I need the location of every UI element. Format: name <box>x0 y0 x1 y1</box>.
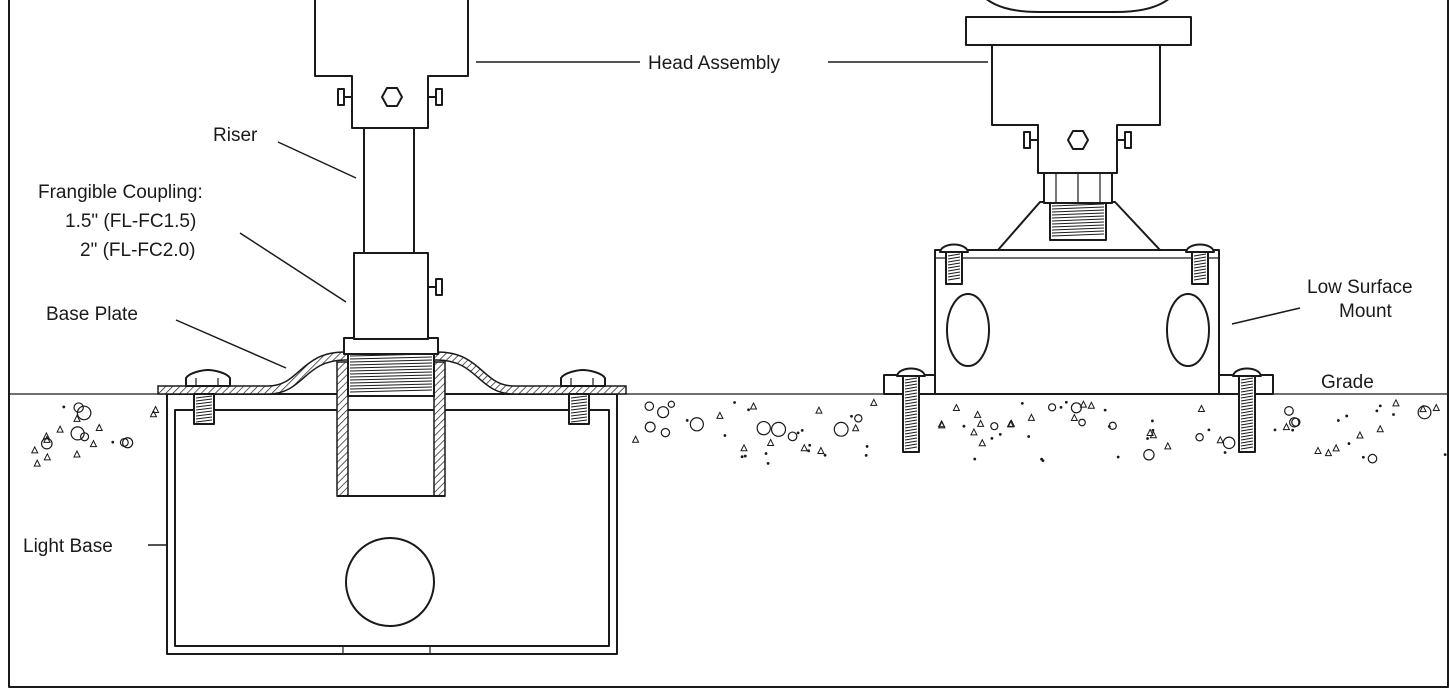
threaded-nipple <box>1049 201 1107 241</box>
label-head-assembly: Head Assembly <box>648 53 781 74</box>
right-head-assembly <box>965 0 1192 174</box>
label-grade: Grade <box>1321 372 1374 393</box>
left-anchor-bolt <box>185 369 231 425</box>
set-screw-hex <box>381 87 403 107</box>
conduit-port-left <box>946 293 990 367</box>
label-frangible-coupling-2: 1.5" (FL-FC1.5) <box>65 211 196 232</box>
low-surface-mount-housing <box>934 249 1220 395</box>
labels: Head Assembly Riser Frangible Coupling: … <box>23 53 1413 557</box>
label-base-plate: Base Plate <box>46 304 138 325</box>
cap-screw-left <box>939 243 969 285</box>
cap-screw-right <box>1185 243 1215 285</box>
anchor-screw-left <box>896 367 926 453</box>
lower-coupling <box>336 361 446 497</box>
frangible-coupling <box>353 252 443 340</box>
leader-lines <box>148 61 1301 546</box>
base-plate <box>157 351 627 395</box>
diagram-frame <box>8 0 1449 688</box>
label-low-surface-2: Mount <box>1339 301 1393 322</box>
anchor-screw-right <box>1232 367 1262 453</box>
left-head-assembly <box>314 0 469 129</box>
riser <box>363 127 415 254</box>
light-base <box>166 393 618 655</box>
frangible-coupling-threads <box>347 351 435 397</box>
hex-nut <box>1043 172 1113 204</box>
label-frangible-coupling-1: Frangible Coupling: <box>38 182 203 203</box>
right-light-assembly <box>883 0 1274 453</box>
left-light-assembly <box>157 0 627 655</box>
conduit-port-right <box>1166 293 1210 367</box>
right-anchor-bolt <box>560 369 606 425</box>
conduit-hole <box>345 537 435 627</box>
label-low-surface-1: Low Surface <box>1307 277 1413 298</box>
gravel-texture <box>30 398 1447 467</box>
label-light-base: Light Base <box>23 536 113 557</box>
coupling-collar <box>343 337 439 355</box>
set-screw-hex <box>1067 130 1089 150</box>
label-riser: Riser <box>213 125 258 146</box>
label-frangible-coupling-3: 2" (FL-FC2.0) <box>80 240 195 261</box>
